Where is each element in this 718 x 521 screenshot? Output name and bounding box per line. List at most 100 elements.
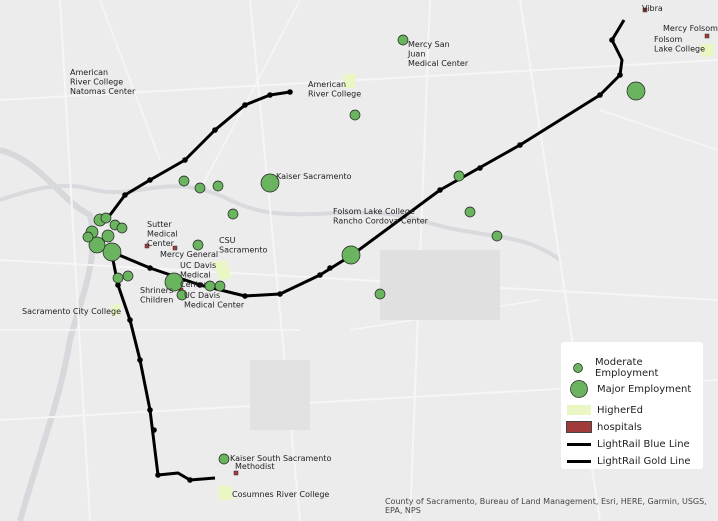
- moderate-employment-marker[interactable]: [204, 280, 216, 292]
- higher-ed-area-cosumnes[interactable]: [218, 486, 233, 500]
- station-dot[interactable]: [287, 89, 293, 95]
- moderate-employment-marker[interactable]: [101, 229, 115, 243]
- station-dot[interactable]: [197, 282, 203, 288]
- label-cosumnes: Cosumnes River College: [232, 490, 329, 499]
- moderate-employment-marker[interactable]: [214, 280, 226, 292]
- station-dot[interactable]: [242, 102, 248, 108]
- legend-label: LightRail Blue Line: [597, 438, 690, 450]
- station-dot[interactable]: [151, 427, 157, 433]
- small-green-circle-icon: [573, 363, 583, 373]
- hospital-marker[interactable]: [642, 7, 648, 13]
- station-dot[interactable]: [187, 477, 193, 483]
- station-dot[interactable]: [137, 357, 143, 363]
- major-employment-marker[interactable]: [164, 272, 184, 292]
- higher-ed-areas: [111, 44, 714, 500]
- label-sac-city: Sacramento City College: [22, 307, 121, 316]
- station-dot[interactable]: [517, 142, 523, 148]
- label-kaiser-sacramento: Kaiser Sacramento: [276, 172, 352, 181]
- major-employment-marker[interactable]: [626, 81, 646, 101]
- station-dot[interactable]: [182, 157, 188, 163]
- legend-label: HigherEd: [597, 404, 643, 416]
- legend-label: Major Employment: [597, 383, 692, 395]
- station-dot[interactable]: [477, 165, 483, 171]
- hospital-marker[interactable]: [172, 245, 178, 251]
- station-dot[interactable]: [115, 282, 121, 288]
- major-employment-marker[interactable]: [88, 236, 106, 254]
- station-dot[interactable]: [127, 317, 133, 323]
- moderate-employment-marker[interactable]: [349, 109, 361, 121]
- station-dot[interactable]: [277, 291, 283, 297]
- label-kaiser-south: Kaiser South Sacramento: [230, 454, 331, 463]
- moderate-employment-marker[interactable]: [397, 34, 409, 46]
- moderate-employment-marker[interactable]: [464, 206, 476, 218]
- station-dot[interactable]: [597, 92, 603, 98]
- legend-label: LightRail Gold Line: [597, 455, 691, 467]
- moderate-employment-marker[interactable]: [227, 208, 239, 220]
- moderate-employment-marker[interactable]: [112, 272, 124, 284]
- station-dot[interactable]: [317, 272, 323, 278]
- station-dot[interactable]: [609, 37, 615, 43]
- dark-red-square-icon: [566, 421, 592, 433]
- station-dot[interactable]: [327, 265, 333, 271]
- moderate-employment-marker[interactable]: [212, 180, 224, 192]
- moderate-employment-marker[interactable]: [374, 288, 386, 300]
- legend-label: Moderate Employment: [595, 357, 659, 379]
- moderate-employment-marker[interactable]: [178, 175, 190, 187]
- legend-item-gold-line: LightRail Gold Line: [561, 453, 691, 469]
- hospital-marker[interactable]: [144, 243, 150, 249]
- legend-item-highered: HigherEd: [561, 402, 643, 418]
- hospital-marker[interactable]: [704, 33, 710, 39]
- black-line-icon: [567, 442, 591, 446]
- stations: [115, 37, 623, 483]
- legend-item-hospitals: hospitals: [561, 419, 642, 435]
- label-methodist: Methodist: [235, 462, 275, 471]
- station-dot[interactable]: [617, 72, 623, 78]
- moderate-employment-marker[interactable]: [218, 453, 230, 465]
- moderate-employment-marker[interactable]: [122, 270, 134, 282]
- station-dot[interactable]: [147, 407, 153, 413]
- station-dot[interactable]: [212, 127, 218, 133]
- moderate-employment-marker[interactable]: [194, 182, 206, 194]
- black-line-icon: [567, 459, 591, 463]
- station-dot[interactable]: [242, 293, 248, 299]
- label-mercy-folsom: Mercy Folsom: [663, 24, 718, 33]
- station-dot[interactable]: [437, 187, 443, 193]
- moderate-employment-marker[interactable]: [192, 239, 204, 251]
- employment-centers: [82, 34, 646, 465]
- moderate-employment-marker[interactable]: [82, 231, 94, 243]
- moderate-employment-marker[interactable]: [491, 230, 503, 242]
- legend-label: hospitals: [597, 421, 642, 433]
- hospital-marker[interactable]: [233, 470, 239, 476]
- moderate-employment-marker[interactable]: [453, 170, 465, 182]
- major-employment-marker[interactable]: [341, 245, 361, 265]
- attribution: County of Sacramento, Bureau of Land Man…: [385, 497, 707, 515]
- moderate-employment-marker[interactable]: [100, 212, 112, 224]
- pale-yellow-square-icon: [567, 405, 591, 415]
- legend-item-blue-line: LightRail Blue Line: [561, 436, 690, 452]
- station-dot[interactable]: [147, 177, 153, 183]
- station-dot[interactable]: [147, 265, 153, 271]
- moderate-employment-marker[interactable]: [176, 289, 188, 301]
- blue-line-north[interactable]: [108, 90, 291, 216]
- higher-ed-area-sac-city[interactable]: [111, 304, 121, 316]
- higher-ed-area-folsom-lake[interactable]: [700, 44, 714, 57]
- station-dot[interactable]: [267, 92, 273, 98]
- higher-ed-area-american-river[interactable]: [343, 73, 356, 88]
- moderate-employment-marker[interactable]: [116, 222, 128, 234]
- major-employment-marker[interactable]: [102, 242, 122, 262]
- station-dot[interactable]: [155, 472, 161, 478]
- higher-ed-area-csu[interactable]: [212, 260, 232, 280]
- major-employment-marker[interactable]: [260, 173, 280, 193]
- label-mercy-general: Mercy General: [160, 250, 218, 259]
- station-dot[interactable]: [122, 192, 128, 198]
